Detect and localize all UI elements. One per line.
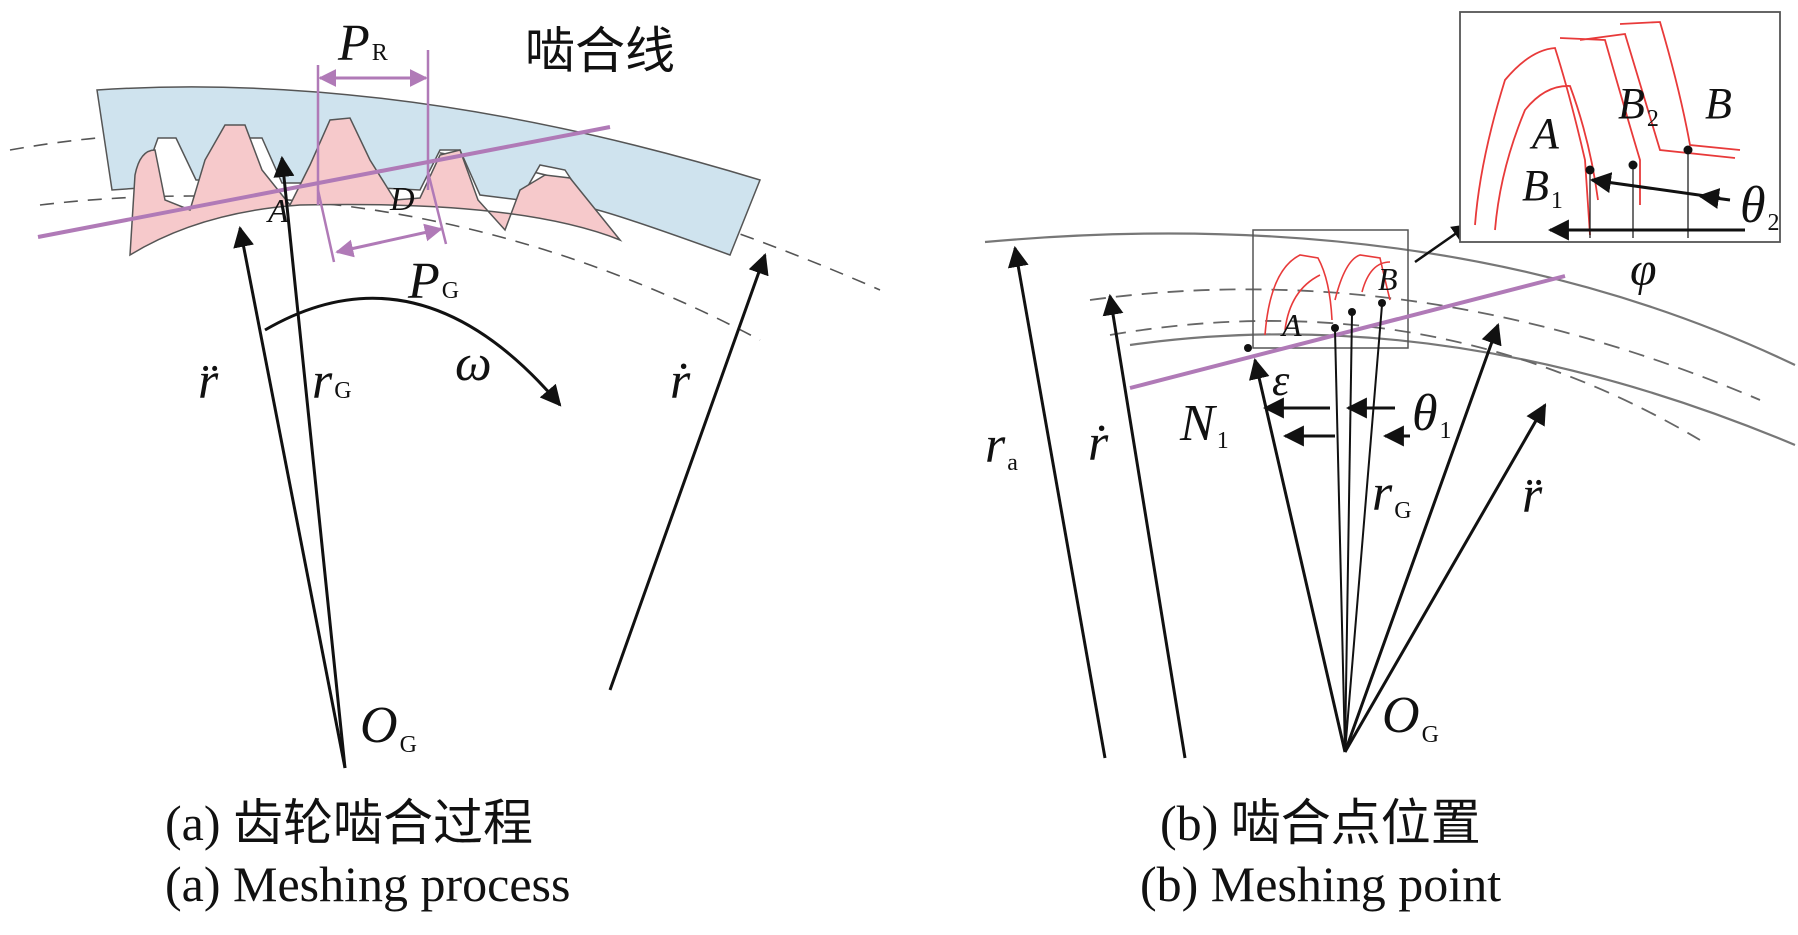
phi-label: φ [1630, 243, 1657, 296]
inset-B1-label: B1 [1522, 161, 1563, 214]
N1-label: N1 [1179, 395, 1229, 454]
ra-vector [1007, 245, 1107, 759]
zoom-box [1252, 229, 1409, 349]
rG-vector-b-1 [1334, 329, 1346, 753]
inset-box [1459, 11, 1781, 243]
ra-label: ra [985, 417, 1018, 476]
meshing-line [37, 125, 611, 239]
r-dot-vector-b [1102, 293, 1187, 759]
panel-b: ra ṙ A B N1 ε θ1 rG r̈ OG A B1 B2 B θ2 φ [984, 11, 1796, 759]
omega-arc [264, 296, 562, 407]
inset-B2-label: B2 [1618, 79, 1659, 132]
pg-label: PG [407, 253, 459, 310]
pg-left-tick [316, 189, 336, 263]
N1-vector [1248, 357, 1347, 753]
rG-vector-b-3 [1344, 304, 1383, 753]
rG-vector-b-2 [1344, 313, 1353, 753]
r-dot-label: ṙ [670, 353, 691, 410]
pg-right-tick [426, 171, 448, 245]
caption-a-cn: (a) 齿轮啮合过程 [165, 795, 533, 851]
sun-gear-body [129, 117, 623, 257]
rG-vector [273, 155, 347, 769]
dashed-arc-2 [1109, 320, 1701, 441]
r-ddot-label: r̈ [198, 353, 219, 410]
dashed-arc-1 [1089, 288, 1761, 401]
mesh-points [1244, 299, 1386, 352]
meshing-line-label: 啮合线 [525, 22, 675, 80]
rG-label-b: rG [1372, 465, 1412, 524]
point-A-label-b: A [1280, 307, 1302, 343]
inset-profiles [1474, 21, 1741, 236]
theta2-arrow-head [1697, 188, 1731, 209]
caption-b-cn: (b) 啮合点位置 [1160, 795, 1481, 851]
meshing-line-b [1129, 274, 1566, 390]
theta2-label: θ2 [1740, 177, 1780, 236]
r-ddot-vector-b-2 [1343, 403, 1547, 753]
r-ddot-vector-b-1 [1343, 323, 1502, 753]
point-D-label: D [389, 181, 415, 218]
panel-a: 啮合线 PR PG A D r̈ rG ω ṙ OG [9, 15, 881, 769]
addendum-arc [984, 232, 1796, 366]
rG-label: rG [312, 353, 352, 410]
caption-a-en: (a) Meshing process [165, 856, 571, 912]
point-A-label: A [266, 193, 289, 230]
OG-label-b: OG [1382, 687, 1439, 748]
small-profiles [1264, 254, 1391, 336]
pr-label: PR [337, 15, 388, 72]
r-dot-label-b: ṙ [1088, 415, 1109, 472]
inset-B-label: B [1705, 79, 1732, 128]
r-ddot-label-b: r̈ [1522, 467, 1543, 524]
root-arc [1129, 333, 1796, 447]
OG-label: OG [360, 697, 417, 758]
point-B-label-b: B [1378, 261, 1398, 297]
omega-label: ω [455, 335, 492, 392]
caption-b-en: (b) Meshing point [1140, 856, 1502, 912]
pg-arrow [335, 223, 443, 258]
r-ddot-vector [233, 225, 347, 769]
epsilon-label: ε [1272, 356, 1290, 405]
r-dot-vector [608, 253, 769, 691]
theta1-label: θ1 [1412, 385, 1452, 444]
inset-A-label: A [1529, 109, 1560, 158]
